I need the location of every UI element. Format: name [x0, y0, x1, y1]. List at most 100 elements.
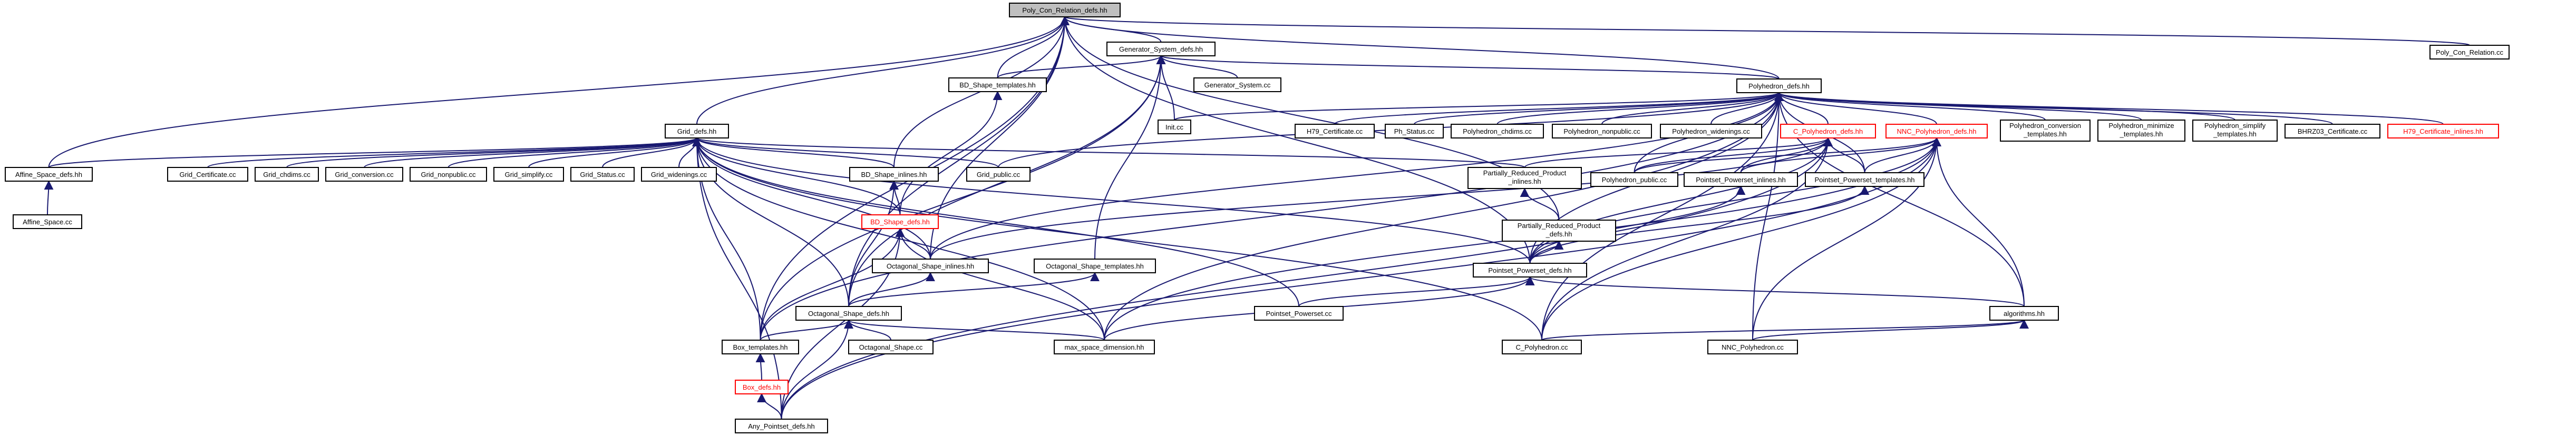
- node-h79[interactable]: H79_Certificate.cc: [1295, 124, 1375, 138]
- node-nncdefs[interactable]: NNC_Polyhedron_defs.hh: [1885, 124, 1988, 138]
- node-h79inl[interactable]: H79_Certificate_inlines.hh: [2387, 124, 2499, 138]
- edge-h79inl-to-polydefs: [1774, 92, 2444, 125]
- node-polydefs[interactable]: Polyhedron_defs.hh: [1736, 78, 1822, 93]
- node-gchdims[interactable]: Grid_chdims.cc: [255, 167, 319, 182]
- node-octtempl[interactable]: Octagonal_Shape_templates.hh: [1034, 259, 1156, 273]
- node-label: C_Polyhedron.cc: [1516, 343, 1568, 351]
- node-box: [2097, 120, 2185, 142]
- node-pcrcc[interactable]: Poly_Con_Relation.cc: [2429, 45, 2510, 60]
- node-prpdefs[interactable]: Partially_Reduced_Product_defs.hh: [1502, 220, 1616, 242]
- node-box: [2192, 120, 2278, 142]
- node-ppsinl[interactable]: Pointset_Powerset_inlines.hh: [1684, 172, 1798, 187]
- node-label: Affine_Space_defs.hh: [15, 171, 82, 179]
- node-algo[interactable]: algorithms.hh: [1989, 306, 2059, 321]
- edge-ppsdefs-to-nncdefs: [1529, 137, 1941, 264]
- node-gpub[interactable]: Grid_public.cc: [966, 167, 1031, 182]
- node-gcert[interactable]: Grid_Certificate.cc: [167, 167, 248, 182]
- edge-octinl-to-bddefs: [895, 227, 931, 260]
- node-label: Any_Pointset_defs.hh: [748, 422, 814, 430]
- node-gsimp[interactable]: Grid_simplify.cc: [493, 167, 564, 182]
- node-box: [1660, 124, 1762, 138]
- edge-cpolycc-to-polydefs: [1541, 92, 1784, 341]
- node-ppstempl[interactable]: Pointset_Powerset_templates.hh: [1805, 172, 1924, 187]
- node-label: Octagonal_Shape.cc: [859, 343, 923, 351]
- node-box: [570, 167, 635, 182]
- node-box: [849, 167, 939, 182]
- edge-nncdefs-to-polydefs: [1774, 92, 1937, 125]
- node-box: [1106, 42, 1216, 56]
- edge-cpolycc-to-gridefs: [692, 137, 1542, 341]
- node-box: [1254, 306, 1344, 321]
- node-label: Partially_Reduced_Product: [1483, 169, 1567, 177]
- edge-layer: [44, 16, 2470, 420]
- node-octcc[interactable]: Octagonal_Shape.cc: [848, 340, 934, 354]
- node-box: [1158, 120, 1191, 134]
- node-label: Grid_Certificate.cc: [180, 171, 236, 179]
- node-gwiden[interactable]: Grid_widenings.cc: [641, 167, 717, 182]
- node-pwiden[interactable]: Polyhedron_widenings.cc: [1660, 124, 1762, 138]
- node-initcc[interactable]: Init.cc: [1158, 120, 1191, 134]
- node-label: Polyhedron_conversion: [2009, 122, 2081, 130]
- node-boxdefs[interactable]: Box_defs.hh: [735, 380, 789, 394]
- node-label: C_Polyhedron_defs.hh: [1793, 127, 1863, 135]
- node-bddefs[interactable]: BD_Shape_defs.hh: [861, 214, 939, 229]
- node-box: [1590, 172, 1678, 187]
- node-ppscc[interactable]: Pointset_Powerset.cc: [1254, 306, 1344, 321]
- node-box: [2285, 124, 2380, 138]
- edge-ppsdefs-to-cpolydefs: [1529, 137, 1833, 264]
- edge-ppsdefs-to-gridefs: [692, 137, 1531, 264]
- node-octinl[interactable]: Octagonal_Shape_inlines.hh: [872, 259, 989, 273]
- node-gsdefs[interactable]: Generator_System_defs.hh: [1106, 42, 1216, 56]
- node-pchdims[interactable]: Polyhedron_chdims.cc: [1451, 124, 1544, 138]
- node-nnccc[interactable]: NNC_Polyhedron.cc: [1707, 340, 1798, 354]
- node-gstatus[interactable]: Grid_Status.cc: [570, 167, 635, 182]
- node-cpolycc[interactable]: C_Polyhedron.cc: [1502, 340, 1582, 354]
- node-gridefs[interactable]: Grid_defs.hh: [665, 124, 729, 138]
- node-pconv[interactable]: Polyhedron_conversion_templates.hh: [2000, 120, 2091, 142]
- node-phstatus[interactable]: Ph_Status.cc: [1385, 124, 1444, 138]
- edge-octtempl-to-gsdefs: [1094, 55, 1166, 260]
- node-box: [872, 259, 989, 273]
- node-label: Grid_simplify.cc: [505, 171, 553, 179]
- node-pminim[interactable]: Polyhedron_minimize_templates.hh: [2097, 120, 2185, 142]
- edge-gridefs-to-root: [696, 16, 1070, 125]
- node-label: Box_defs.hh: [743, 383, 781, 391]
- edge-ppub-to-cpolydefs: [1634, 137, 1833, 173]
- node-ppsdefs[interactable]: Pointset_Powerset_defs.hh: [1473, 263, 1587, 278]
- node-box: [861, 214, 939, 229]
- edge-bddefs-to-gridefs: [692, 137, 901, 215]
- node-label: H79_Certificate_inlines.hh: [2403, 127, 2483, 135]
- edge-bdinl-to-gridefs: [692, 137, 895, 168]
- node-gnonpub[interactable]: Grid_nonpublic.cc: [410, 167, 487, 182]
- node-box: [410, 167, 487, 182]
- node-bdtempl[interactable]: BD_Shape_templates.hh: [948, 77, 1047, 92]
- node-pnonpub[interactable]: Polyhedron_nonpublic.cc: [1552, 124, 1652, 138]
- node-gconv[interactable]: Grid_conversion.cc: [325, 167, 403, 182]
- node-cpolydefs[interactable]: C_Polyhedron_defs.hh: [1780, 124, 1876, 138]
- node-maxdim[interactable]: max_space_dimension.hh: [1054, 340, 1155, 354]
- node-affcc[interactable]: Affine_Space.cc: [13, 214, 82, 229]
- node-affdefs[interactable]: Affine_Space_defs.hh: [5, 167, 93, 182]
- edge-h79-to-polydefs: [1334, 92, 1784, 125]
- node-gscc[interactable]: Generator_System.cc: [1193, 77, 1281, 92]
- edge-ppscc-to-gridefs: [692, 137, 1299, 307]
- node-root[interactable]: Poly_Con_Relation_defs.hh: [1009, 3, 1121, 17]
- edge-affdefs-to-root: [48, 16, 1070, 168]
- node-boxtempl[interactable]: Box_templates.hh: [722, 340, 799, 354]
- edge-anyptr-to-boxdefs: [757, 393, 782, 420]
- node-octdefs[interactable]: Octagonal_Shape_defs.hh: [795, 306, 902, 321]
- edge-cpolycc-to-algo: [1541, 319, 2029, 341]
- node-bdinl[interactable]: BD_Shape_inlines.hh: [849, 167, 939, 182]
- node-ppub[interactable]: Polyhedron_public.cc: [1590, 172, 1678, 187]
- node-box: [167, 167, 248, 182]
- node-anyptr[interactable]: Any_Pointset_defs.hh: [735, 419, 828, 433]
- edge-maxdim-to-gridefs: [692, 137, 1105, 341]
- edge-ppscc-to-ppsdefs: [1298, 276, 1535, 307]
- node-prpinl[interactable]: Partially_Reduced_Product_inlines.hh: [1467, 167, 1582, 189]
- node-psimp[interactable]: Polyhedron_simplify_templates.hh: [2192, 120, 2278, 142]
- node-label: Affine_Space.cc: [23, 218, 72, 226]
- node-box: [1034, 259, 1156, 273]
- node-bhrz[interactable]: BHRZ03_Certificate.cc: [2285, 124, 2380, 138]
- node-label: Pointset_Powerset_inlines.hh: [1696, 176, 1786, 184]
